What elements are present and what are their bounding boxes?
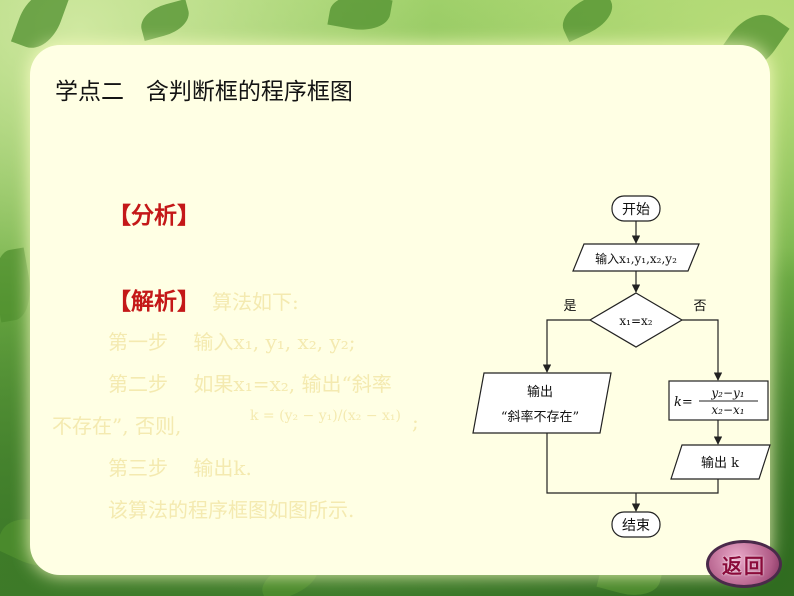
no-label: 否 — [693, 299, 706, 314]
start-terminal — [611, 195, 661, 222]
output-no-slope-line2: “斜率不存在” — [501, 409, 579, 425]
step-one: 第一步 输入x₁, y₁, x₂, y₂; — [108, 330, 356, 354]
flow-line — [546, 433, 636, 494]
back-button-label: 返回 — [722, 553, 766, 578]
output-k-label: 输出 k — [701, 455, 739, 471]
back-button[interactable]: 返回 — [706, 540, 782, 588]
step-three: 第三步 输出k. — [108, 456, 252, 480]
conclusion-text: 该算法的程序框图如图所示. — [108, 498, 355, 522]
assign-k-denominator: x₂−x₁ — [711, 403, 744, 417]
start-label: 开始 — [622, 202, 650, 218]
solution-label: 【解析】 — [108, 288, 200, 315]
input-label: 输入x₁,y₁,x₂,y₂ — [595, 251, 677, 266]
analysis-label: 【分析】 — [108, 202, 200, 229]
output-no-slope-box — [472, 372, 612, 434]
slide-title: 学点二 含判断框的程序框图 — [55, 79, 353, 105]
slope-formula: k = (y₂ − y₁)/(x₂ − x₁) — [250, 408, 401, 424]
flow-arrow-no — [682, 319, 723, 381]
flow-arrow-yes — [542, 319, 590, 373]
end-terminal — [611, 511, 661, 538]
formula-semicolon: ; — [412, 410, 419, 434]
end-label: 结束 — [622, 518, 650, 534]
assign-k-numerator: y₂−y₁ — [710, 386, 744, 400]
decision-label: x₁=x₂ — [619, 314, 652, 328]
input-box — [572, 243, 700, 272]
yes-label: 是 — [563, 299, 576, 314]
flow-line — [636, 479, 719, 494]
output-k-box — [670, 444, 771, 480]
step-two: 第二步 如果x₁=x₂, 输出“斜率 — [108, 372, 392, 396]
solution-intro: 算法如下: — [212, 290, 299, 314]
step-two-continued: 不存在”, 否则, — [52, 414, 182, 438]
assign-k-label: k= — [674, 395, 693, 410]
decision-diamond — [588, 292, 684, 348]
output-no-slope-line1: 输出 — [527, 384, 553, 400]
